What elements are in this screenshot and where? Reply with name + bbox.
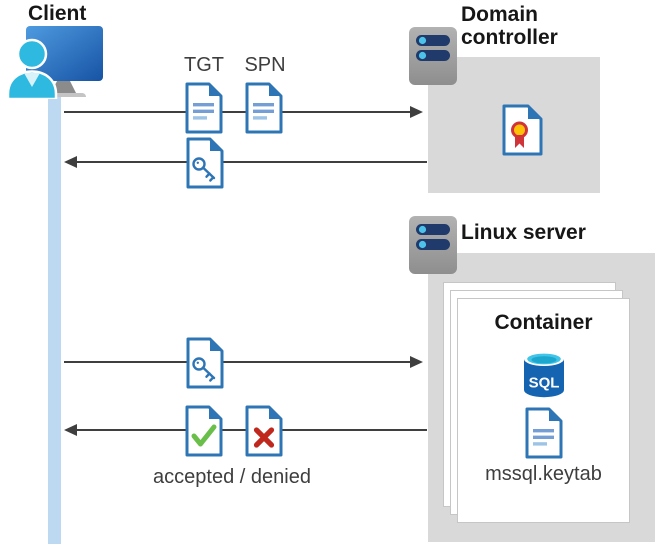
arrowhead-right-icon — [410, 106, 423, 118]
key-document-icon — [186, 137, 224, 189]
arrow-dc-to-client — [77, 161, 427, 163]
sql-database-icon: SQL — [524, 352, 564, 398]
arrow-client-to-dc — [64, 111, 411, 113]
domain-controller-label: Domain controller — [461, 3, 611, 49]
linux-server-icon — [409, 216, 457, 274]
linux-server-label: Linux server — [461, 221, 586, 244]
client-label: Client — [28, 2, 87, 25]
arrowhead-right-icon — [410, 356, 423, 368]
keytab-document-icon — [525, 407, 563, 459]
container-label: Container — [494, 311, 593, 334]
arrowhead-left-icon — [64, 424, 77, 436]
spn-label: SPN — [244, 54, 286, 76]
key-document-icon — [186, 337, 224, 389]
accepted-denied-label: accepted / denied — [153, 466, 311, 488]
container-card: Container SQL mssql.keytab — [457, 298, 630, 523]
user-monitor-icon — [6, 26, 103, 99]
tgt-label: TGT — [184, 54, 224, 76]
client-lifeline — [48, 93, 61, 544]
domain-controller-label-line1: Domain — [461, 3, 539, 26]
cross-document-icon — [245, 405, 283, 457]
domain-controller-server-icon — [409, 27, 457, 85]
domain-controller-label-line2: controller — [461, 26, 558, 49]
sql-icon-text: SQL — [529, 375, 560, 392]
arrowhead-left-icon — [64, 156, 77, 168]
spn-document-icon — [245, 82, 283, 134]
tgt-document-icon — [185, 82, 223, 134]
check-document-icon — [185, 405, 223, 457]
keytab-filename: mssql.keytab — [485, 463, 602, 485]
arrow-client-to-linux — [64, 361, 411, 363]
certificate-document-icon — [502, 104, 543, 156]
